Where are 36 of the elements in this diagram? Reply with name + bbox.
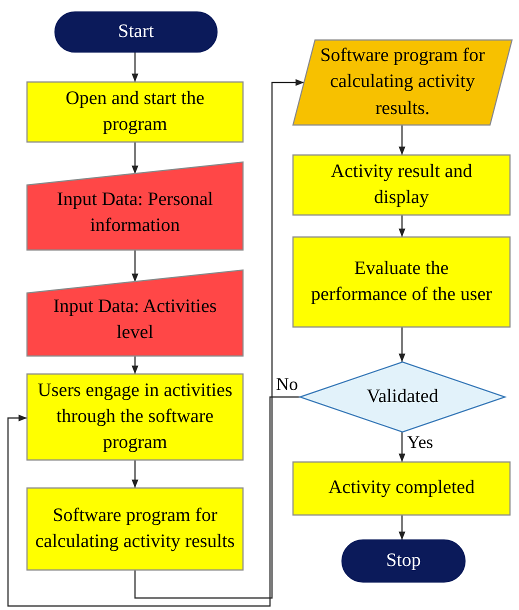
process-box <box>27 488 243 570</box>
process-box <box>293 462 510 515</box>
node-text: Open and start the program <box>64 86 206 137</box>
arrow <box>398 432 406 462</box>
node-text: Users engage in activities through the software program <box>36 378 234 456</box>
node-text: Validated <box>366 384 440 409</box>
decision-diamond <box>300 362 505 432</box>
terminal-pill <box>55 12 217 52</box>
terminal-pill <box>342 540 465 582</box>
arrow <box>398 125 406 155</box>
node-text: Activity completed <box>327 476 476 500</box>
arrow <box>398 215 406 237</box>
arrow <box>134 79 304 599</box>
arrow <box>132 142 138 174</box>
process-box <box>293 237 510 327</box>
arrow <box>7 396 300 607</box>
manual-input-shape <box>27 270 243 356</box>
manual-input-shape <box>27 162 243 250</box>
node-text: Input Data: Activities level <box>52 294 218 345</box>
process-box <box>27 374 243 460</box>
arrow <box>132 460 138 488</box>
arrow <box>132 52 138 82</box>
process-box <box>293 155 510 215</box>
arrow <box>398 515 406 540</box>
node-text: Input Data: Personal information <box>56 188 214 238</box>
data-parallelogram <box>293 40 512 125</box>
node-text: Activity result and display <box>330 160 474 210</box>
arrow <box>132 250 138 282</box>
node-text: Evaluate the performance of the user <box>310 256 493 307</box>
node-text: Start <box>117 20 155 44</box>
arrow <box>132 356 138 374</box>
process-box <box>27 82 243 142</box>
node-text: Software program for calculating activity results <box>35 504 235 554</box>
node-text: Stop <box>385 548 422 573</box>
node-text: Software program for calculating activity results. <box>319 44 486 121</box>
arrow <box>398 327 406 362</box>
